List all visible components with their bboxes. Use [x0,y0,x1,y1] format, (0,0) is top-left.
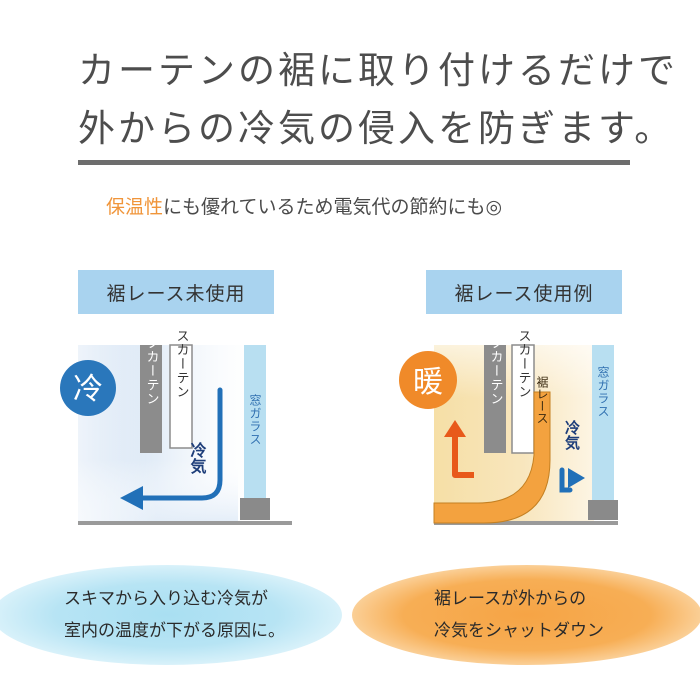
lace-curtain [169,344,193,449]
cold-air-arrowhead [120,486,143,510]
tag-with-hem-lace: 裾レース使用例 [426,270,622,314]
warm-badge-label: 暖 [413,365,443,400]
window-glass-label: 窓ガラス [248,393,262,446]
cold-badge [60,360,116,416]
left-diagram: 窓ガラス ドレープカーテン レースカーテン 冷気 冷 [60,330,292,525]
window-sill [588,500,618,520]
headline-line-1: カーテンの裾に取り付けるだけで [78,49,678,92]
drape-curtain-label: ドレープカーテン [144,330,159,406]
cold-air-arrow [137,387,223,501]
tag-without-hem-lace: 裾レース未使用 [78,270,274,314]
window-glass [592,345,614,500]
subheadline-rest: にも優れているため電気代の節約にも◎ [163,196,503,218]
window-glass-label: 窓ガラス [596,365,610,418]
hem-lace [433,391,551,524]
blocked-air-arrowhead [568,468,585,488]
caption-left-line-2: 室内の温度が下がる原因に。 [64,621,285,641]
window-glass [244,345,266,498]
window-sill [240,498,270,520]
subheadline: 保温性にも優れているため電気代の節約にも◎ [106,192,502,219]
warm-air-arrowhead [444,420,466,437]
drape-curtain [140,345,162,453]
lace-curtain-label: レースカーテン [174,330,189,399]
subheadline-accent: 保温性 [106,196,164,218]
right-diagram: 窓ガラス ドレープカーテン レースカーテン 裾レース 冷気 暖 [399,330,618,525]
caption-right-line-2: 冷気をシャットダウン [434,621,604,641]
warm-badge [399,351,457,409]
drape-curtain-label: ドレープカーテン [488,330,503,406]
caption-with-hem-lace: 裾レースが外からの 冷気をシャットダウン [352,565,700,665]
caption-without-hem-lace: スキマから入り込む冷気が 室内の温度が下がる原因に。 [0,565,342,665]
drape-curtain [484,345,506,453]
cold-badge-label: 冷 [73,372,103,407]
caption-left-line-1: スキマから入り込む冷気が [64,588,268,609]
headline-line-2: 外からの冷気の侵入を防ぎます。 [78,107,675,150]
caption-right-line-1: 裾レースが外からの [434,588,587,609]
warm-air-arrow [452,433,474,478]
comparison-diagrams: 窓ガラス ドレープカーテン レースカーテン 冷気 冷 窓ガラス ドレープカーテン… [60,330,618,525]
blocked-air-arrow [559,467,573,493]
cold-air-label: 冷気 [188,441,207,475]
hem-lace-label: 裾レース [535,375,549,424]
headline-underline [78,160,630,165]
lace-curtain-label: レースカーテン [516,330,531,399]
blocked-air-label: 冷気 [563,419,581,451]
